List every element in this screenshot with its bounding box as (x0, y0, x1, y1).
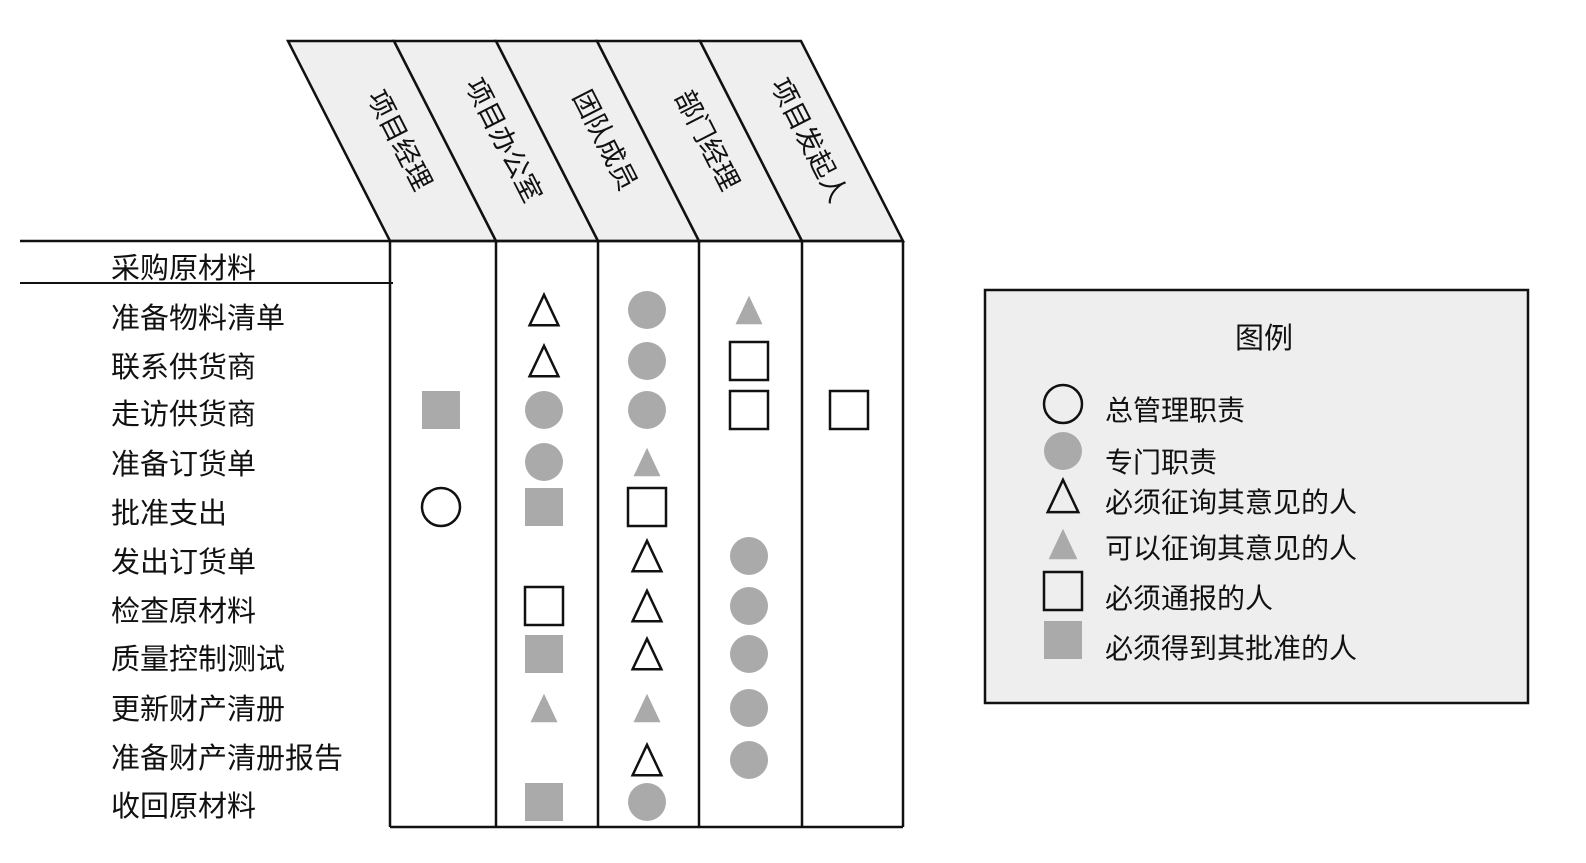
task-label: 采购原材料 (111, 251, 256, 285)
mark-triangle-open (630, 635, 664, 671)
mark-triangle-filled (633, 693, 661, 723)
legend-item-label: 必须得到其批准的人 (1105, 632, 1357, 665)
task-label: 批准支出 (111, 496, 227, 530)
mark-square-filled (422, 391, 460, 429)
legend-item-label: 可以征询其意见的人 (1105, 532, 1357, 565)
mark-circle-filled (730, 537, 768, 575)
mark-triangle-filled (633, 447, 661, 477)
task-label: 准备物料清单 (111, 301, 285, 335)
task-label: 走访供货商 (111, 397, 256, 431)
legend-title: 图例 (1235, 321, 1293, 355)
mark-circle-filled (525, 443, 563, 481)
legend-symbol-circle-filled (1044, 432, 1082, 470)
task-label: 准备订货单 (111, 447, 256, 481)
mark-square-filled (525, 783, 563, 821)
mark-square-open (728, 389, 770, 431)
mark-triangle-open (630, 741, 664, 777)
mark-square-open (626, 486, 668, 528)
mark-circle-filled (628, 291, 666, 329)
mark-triangle-open (527, 342, 561, 378)
mark-triangle-filled (735, 295, 763, 325)
legend-symbol-circle-open (1042, 383, 1084, 425)
task-label: 检查原材料 (111, 594, 256, 628)
legend-symbol-triangle-open (1045, 476, 1081, 514)
task-label: 更新财产清册 (111, 692, 285, 726)
mark-circle-filled (730, 587, 768, 625)
task-label: 收回原材料 (111, 789, 256, 823)
mark-triangle-filled (530, 693, 558, 723)
legend-item-label: 必须通报的人 (1105, 582, 1273, 615)
mark-circle-filled (525, 391, 563, 429)
mark-circle-filled (628, 391, 666, 429)
mark-triangle-open (527, 291, 561, 327)
mark-triangle-open (630, 537, 664, 573)
legend-item-label: 必须征询其意见的人 (1105, 486, 1357, 519)
mark-square-open (523, 585, 565, 627)
mark-circle-open (420, 486, 462, 528)
mark-circle-filled (730, 741, 768, 779)
mark-square-open (828, 389, 870, 431)
legend-symbol-triangle-filled (1048, 528, 1078, 560)
legend-item-label: 总管理职责 (1105, 394, 1245, 427)
legend-symbol-square-open (1042, 570, 1084, 612)
mark-square-open (728, 340, 770, 382)
mark-circle-filled (730, 689, 768, 727)
legend-item-label: 专门职责 (1105, 446, 1217, 479)
legend-symbol-square-filled (1044, 621, 1082, 659)
mark-circle-filled (628, 783, 666, 821)
mark-square-filled (525, 635, 563, 673)
mark-triangle-open (630, 587, 664, 623)
task-label: 准备财产清册报告 (111, 741, 343, 775)
mark-circle-filled (730, 635, 768, 673)
mark-square-filled (525, 488, 563, 526)
task-label: 质量控制测试 (111, 642, 285, 676)
task-label: 联系供货商 (111, 350, 256, 384)
task-label: 发出订货单 (111, 545, 256, 579)
mark-circle-filled (628, 342, 666, 380)
